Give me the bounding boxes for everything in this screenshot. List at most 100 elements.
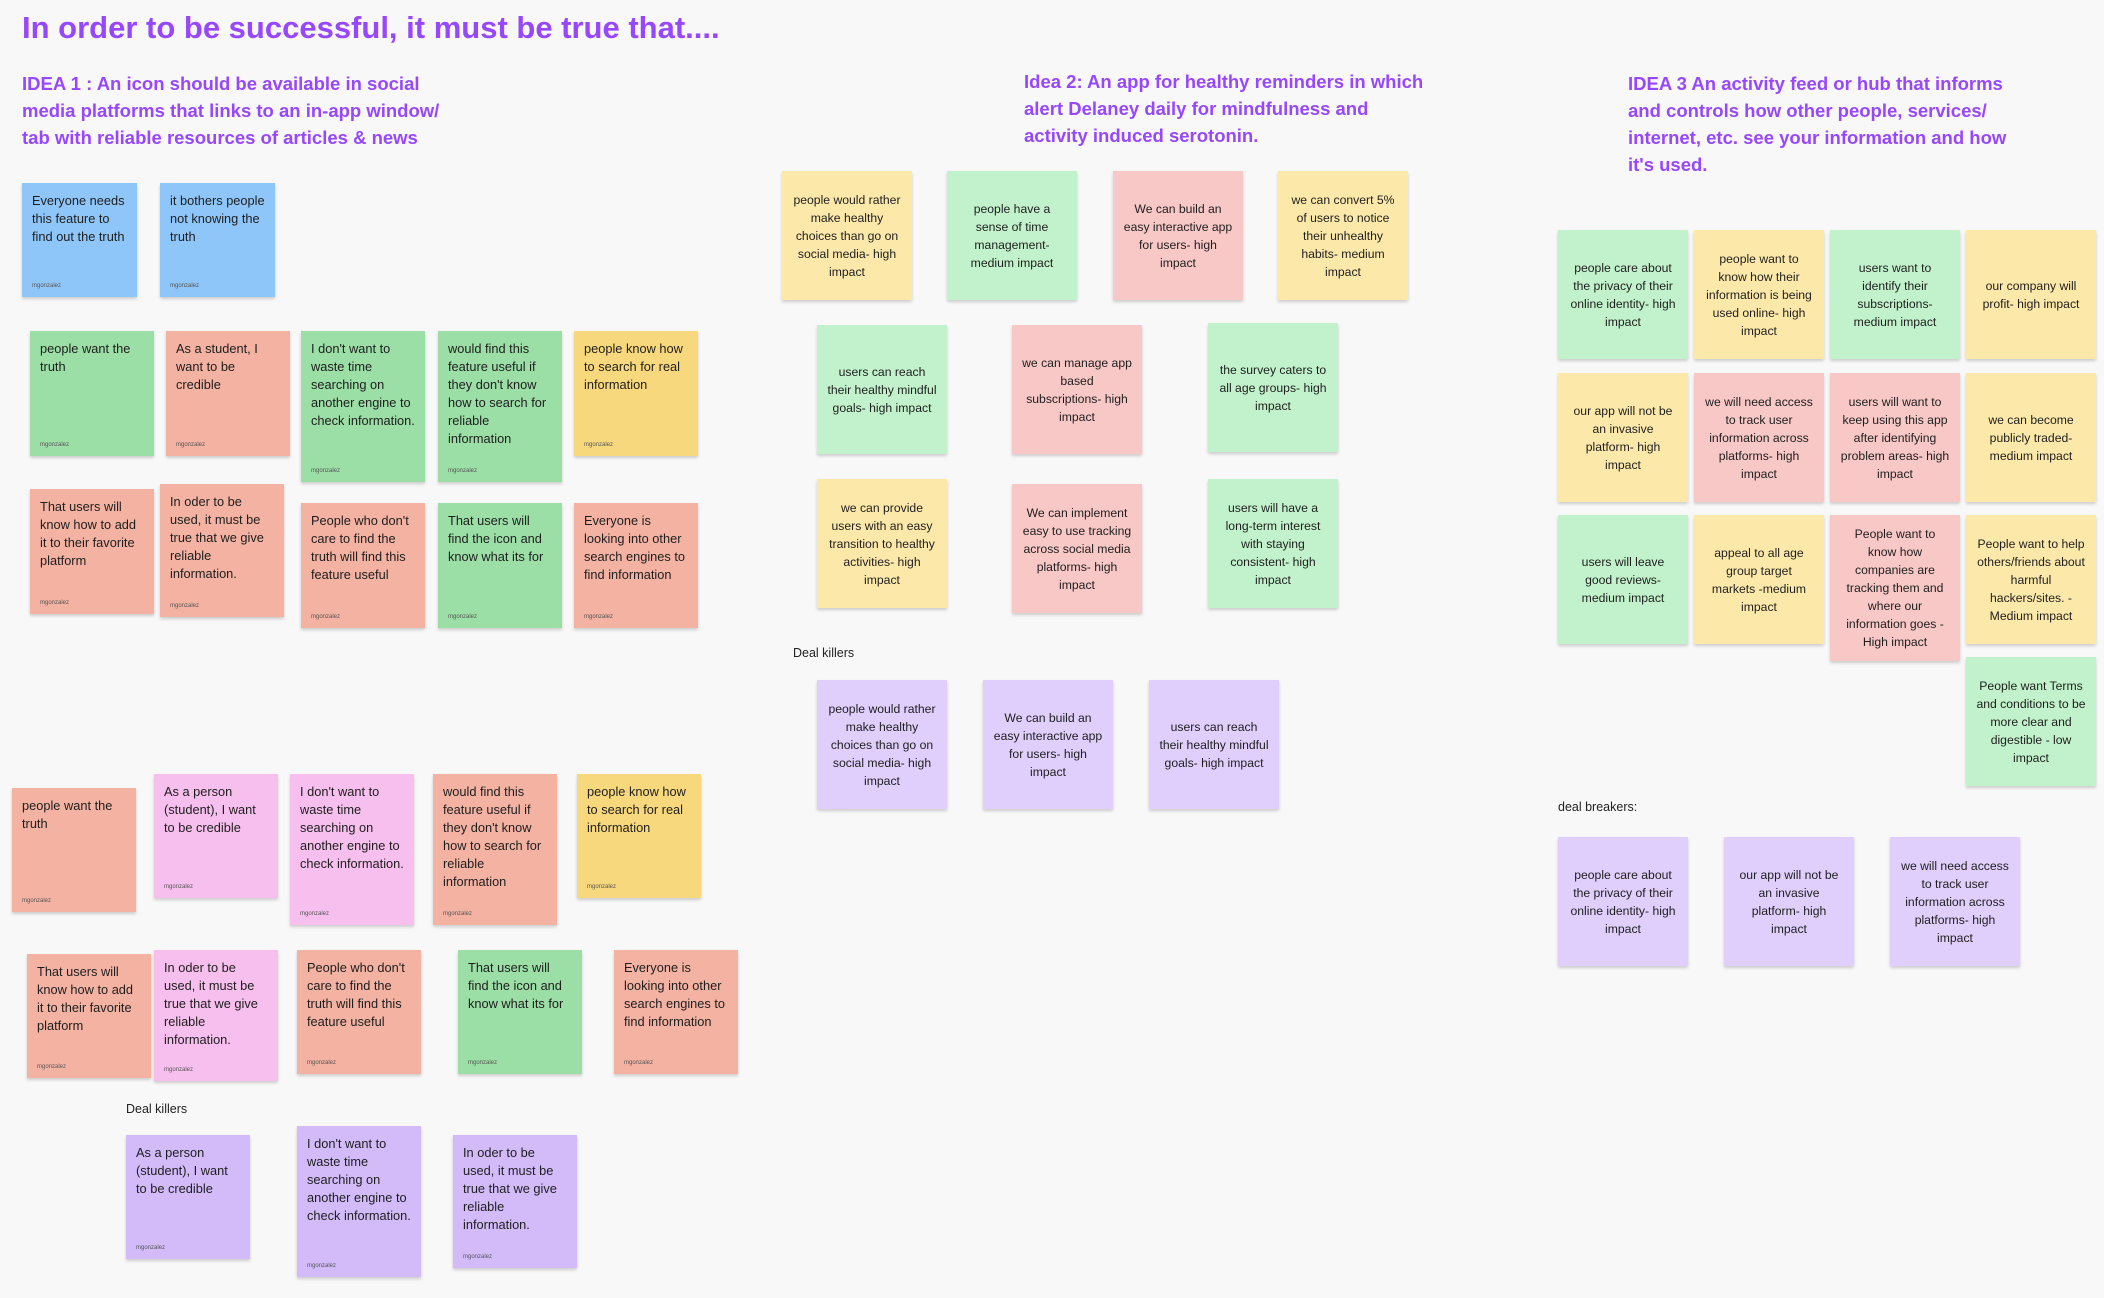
note-text: our app will not be an invasive platform… xyxy=(1573,403,1673,472)
sticky-note[interactable]: it bothers people not knowing the truth … xyxy=(160,183,275,297)
sticky-note[interactable]: we will need access to track user inform… xyxy=(1890,837,2020,966)
sticky-note[interactable]: our app will not be an invasive platform… xyxy=(1724,837,1854,966)
sticky-note[interactable]: users want to identify their subscriptio… xyxy=(1830,230,1960,359)
note-text: users will leave good reviews- medium im… xyxy=(1581,554,1665,605)
sticky-note[interactable]: We can build an easy interactive app for… xyxy=(1113,171,1243,300)
note-text: we will need access to track user inform… xyxy=(1705,394,1813,481)
sticky-note[interactable]: the survey caters to all age groups- hig… xyxy=(1208,323,1338,452)
note-author: mgonzalez xyxy=(468,1060,498,1066)
note-text: people care about the privacy of their o… xyxy=(1570,867,1676,936)
sticky-note[interactable]: In oder to be used, it must be true that… xyxy=(160,484,284,617)
note-text: Everyone needs this feature to find out … xyxy=(32,193,125,244)
note-author: mgonzalez xyxy=(37,1064,67,1070)
note-text: We can implement easy to use tracking ac… xyxy=(1022,505,1132,592)
note-text: That users will find the icon and know w… xyxy=(468,960,564,1011)
sticky-note[interactable]: We can implement easy to use tracking ac… xyxy=(1012,484,1142,613)
note-author: mgonzalez xyxy=(584,442,614,448)
sticky-note[interactable]: Everyone is looking into other search en… xyxy=(574,503,698,628)
sticky-note[interactable]: people care about the privacy of their o… xyxy=(1558,230,1688,359)
note-text: we will need access to track user inform… xyxy=(1901,858,2009,945)
note-author: mgonzalez xyxy=(22,898,52,904)
sticky-note[interactable]: would find this feature useful if they d… xyxy=(438,331,562,482)
sticky-note[interactable]: people want to know how their informatio… xyxy=(1694,230,1824,359)
idea1-heading: IDEA 1 : An icon should be available in … xyxy=(22,73,440,148)
note-text: I don't want to waste time searching on … xyxy=(300,784,404,871)
idea2-deal-killers-label: Deal killers xyxy=(793,646,855,660)
sticky-note[interactable]: appeal to all age group target markets -… xyxy=(1694,515,1824,644)
note-author: mgonzalez xyxy=(40,600,70,606)
note-text: people know how to search for real infor… xyxy=(584,341,683,392)
sticky-note[interactable]: people care about the privacy of their o… xyxy=(1558,837,1688,966)
sticky-note[interactable]: That users will know how to add it to th… xyxy=(27,954,151,1078)
idea3-heading: IDEA 3 An activity feed or hub that info… xyxy=(1628,73,2007,175)
sticky-note[interactable]: people want the truth mgonzalez xyxy=(30,331,154,456)
sticky-note[interactable]: We can build an easy interactive app for… xyxy=(983,680,1113,809)
note-author: mgonzalez xyxy=(448,468,478,474)
note-author: mgonzalez xyxy=(40,442,70,448)
sticky-note[interactable]: users will want to keep using this app a… xyxy=(1830,373,1960,502)
sticky-note[interactable]: People want Terms and conditions to be m… xyxy=(1966,657,2096,786)
sticky-note[interactable]: That users will find the icon and know w… xyxy=(438,503,562,628)
sticky-note[interactable]: we can convert 5% of users to notice the… xyxy=(1278,171,1408,300)
sticky-note[interactable]: users will leave good reviews- medium im… xyxy=(1558,515,1688,644)
note-text: people want to know how their informatio… xyxy=(1706,251,1812,338)
note-text: users can reach their healthy mindful go… xyxy=(827,364,937,415)
note-text: users will want to keep using this app a… xyxy=(1840,394,1950,481)
sticky-note[interactable]: That users will find the icon and know w… xyxy=(458,950,582,1074)
sticky-note[interactable]: People who don't care to find the truth … xyxy=(301,503,425,628)
note-text: people have a sense of time management- … xyxy=(970,201,1054,270)
sticky-note[interactable]: users will have a long-term interest wit… xyxy=(1208,479,1338,608)
note-text: users will have a long-term interest wit… xyxy=(1225,500,1321,587)
note-author: mgonzalez xyxy=(443,911,473,917)
sticky-note[interactable]: As a person (student), I want to be cred… xyxy=(154,774,278,898)
sticky-note[interactable]: People want to know how companies are tr… xyxy=(1830,515,1960,661)
sticky-note[interactable]: Everyone is looking into other search en… xyxy=(614,950,738,1074)
note-text: People who don't care to find the truth … xyxy=(311,513,409,582)
sticky-note[interactable]: our company will profit- high impact xyxy=(1966,230,2096,359)
note-text: People want Terms and conditions to be m… xyxy=(1976,678,2086,765)
sticky-note[interactable]: I don't want to waste time searching on … xyxy=(301,331,425,482)
sticky-note[interactable]: people want the truth mgonzalez xyxy=(12,788,136,912)
sticky-note[interactable]: people know how to search for real infor… xyxy=(574,331,698,456)
note-author: mgonzalez xyxy=(463,1254,493,1260)
sticky-note[interactable]: people have a sense of time management- … xyxy=(947,171,1077,300)
sticky-note[interactable]: As a student, I want to be credible mgon… xyxy=(166,331,290,456)
note-author: mgonzalez xyxy=(307,1263,337,1269)
idea2-heading: Idea 2: An app for healthy reminders in … xyxy=(1024,71,1424,146)
note-author: mgonzalez xyxy=(584,614,614,620)
sticky-note[interactable]: we can become publicly traded- medium im… xyxy=(1966,373,2096,502)
sticky-note[interactable]: we can provide users with an easy transi… xyxy=(817,479,947,608)
sticky-note[interactable]: People who don't care to find the truth … xyxy=(297,950,421,1074)
note-text: In oder to be used, it must be true that… xyxy=(463,1145,557,1232)
sticky-note[interactable]: users can reach their healthy mindful go… xyxy=(817,325,947,454)
note-text: people would rather make healthy choices… xyxy=(793,192,901,279)
sticky-note[interactable]: I don't want to waste time searching on … xyxy=(290,774,414,925)
note-text: our app will not be an invasive platform… xyxy=(1739,867,1839,936)
note-text: people would rather make healthy choices… xyxy=(828,701,936,788)
sticky-note[interactable]: In oder to be used, it must be true that… xyxy=(154,950,278,1081)
sticky-note[interactable]: people would rather make healthy choices… xyxy=(817,680,947,809)
sticky-note[interactable]: our app will not be an invasive platform… xyxy=(1558,373,1688,502)
sticky-note[interactable]: people know how to search for real infor… xyxy=(577,774,701,898)
sticky-note[interactable]: people would rather make healthy choices… xyxy=(782,171,912,300)
note-author: mgonzalez xyxy=(307,1060,337,1066)
sticky-note[interactable]: we will need access to track user inform… xyxy=(1694,373,1824,502)
note-text: people care about the privacy of their o… xyxy=(1570,260,1676,329)
note-text: People who don't care to find the truth … xyxy=(307,960,405,1029)
sticky-note[interactable]: People want to help others/friends about… xyxy=(1966,515,2096,644)
sticky-note[interactable]: we can manage app based subscriptions- h… xyxy=(1012,325,1142,454)
note-text: the survey caters to all age groups- hig… xyxy=(1219,362,1327,413)
sticky-note[interactable]: would find this feature useful if they d… xyxy=(433,774,557,925)
sticky-note[interactable]: I don't want to waste time searching on … xyxy=(297,1126,421,1277)
sticky-note[interactable]: Everyone needs this feature to find out … xyxy=(22,183,137,297)
sticky-note[interactable]: That users will know how to add it to th… xyxy=(30,489,154,614)
sticky-note[interactable]: users can reach their healthy mindful go… xyxy=(1149,680,1279,809)
sticky-note[interactable]: As a person (student), I want to be cred… xyxy=(126,1135,250,1259)
idea3-deal-breakers-label: deal breakers: xyxy=(1558,800,1638,814)
sticky-note[interactable]: In oder to be used, it must be true that… xyxy=(453,1135,577,1268)
note-author: mgonzalez xyxy=(587,884,617,890)
note-text: People want to know how companies are tr… xyxy=(1846,527,1944,649)
note-text: In oder to be used, it must be true that… xyxy=(164,960,258,1047)
note-text: I don't want to waste time searching on … xyxy=(307,1136,411,1223)
note-text: I don't want to waste time searching on … xyxy=(311,341,415,428)
